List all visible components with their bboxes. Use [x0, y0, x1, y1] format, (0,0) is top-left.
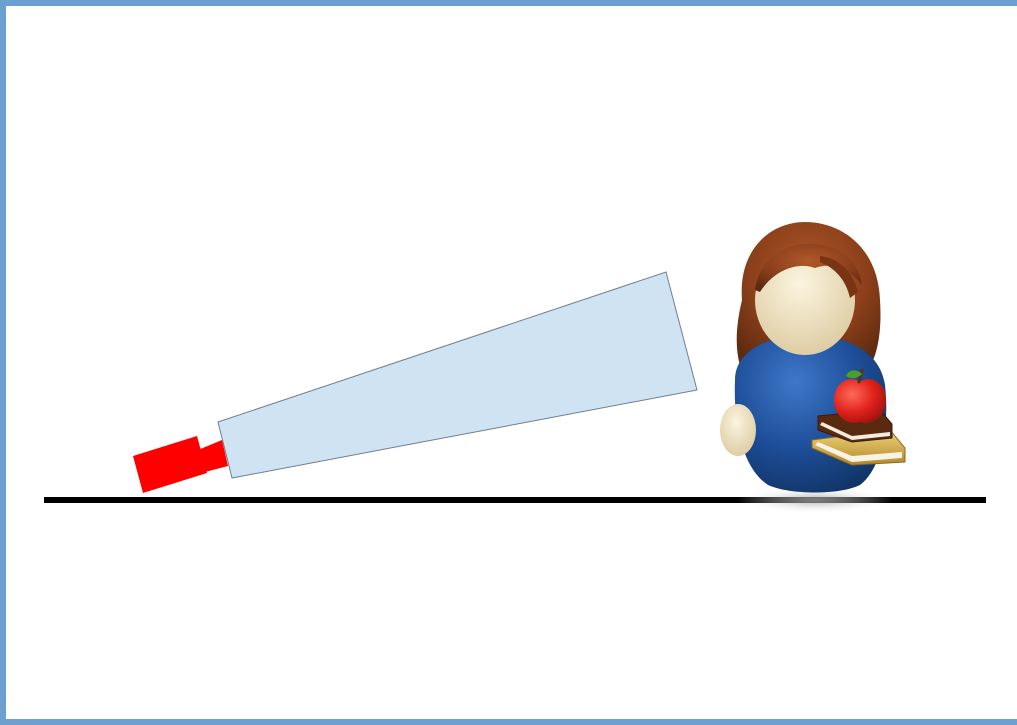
field-of-view	[217, 271, 698, 479]
ground-line	[44, 497, 986, 503]
teacher-with-apple-and-books-icon	[720, 222, 906, 514]
camera-icon	[133, 436, 228, 493]
